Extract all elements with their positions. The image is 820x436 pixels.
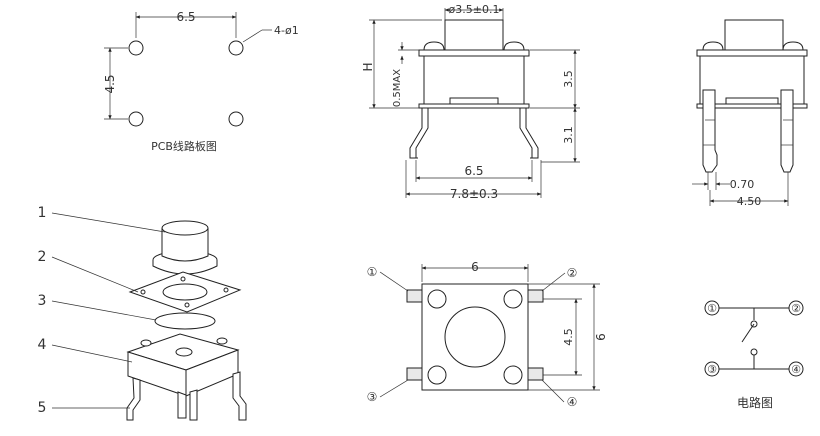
- circuit-diagram: ① ② ③ ④ 电路图: [704, 300, 804, 410]
- pcb-hole-callout: 4-ø1: [274, 24, 299, 37]
- top-pin-label-1: ①: [367, 265, 378, 279]
- part-number-3: 3: [38, 293, 47, 309]
- part-number-2: 2: [38, 249, 47, 265]
- pcb-hole-2: [228, 40, 244, 56]
- circuit-pin-label-2: ②: [791, 302, 801, 315]
- pcb-hole-1: [128, 40, 144, 56]
- front-dim-h: H: [361, 62, 375, 71]
- top-pin-label-3: ③: [367, 390, 378, 404]
- front-dim-pin: 3.1: [562, 126, 575, 144]
- side-dim-pin-span: 4.50: [737, 195, 762, 208]
- front-dim-pitch: 6.5: [464, 164, 483, 178]
- top-plan-view: 6 ① ② ③ ④ 4.5 6: [367, 260, 608, 409]
- pcb-hole-3: [128, 111, 144, 127]
- part-number-5: 5: [38, 400, 47, 416]
- top-pin-label-2: ②: [567, 266, 578, 280]
- circuit-pin-label-3: ③: [707, 363, 717, 376]
- top-dim-hole-span: 4.5: [562, 328, 575, 346]
- pcb-dim-vertical: 4.5: [103, 74, 117, 93]
- front-dim-top: ø3.5±0.1: [449, 3, 500, 16]
- top-dim-width: 6: [471, 260, 479, 274]
- circuit-pin-label-4: ④: [791, 363, 801, 376]
- pcb-caption: PCB线路板图: [151, 139, 217, 153]
- part-number-1: 1: [38, 205, 47, 221]
- top-pin-label-4: ④: [567, 395, 578, 409]
- front-dim-max: 0.5MAX: [392, 69, 403, 107]
- circuit-caption: 电路图: [737, 395, 773, 410]
- front-dim-body: 3.5: [562, 70, 575, 88]
- front-elevation-view: ø3.5±0.1 H 0.5MAX 3.5 3.1: [361, 3, 580, 201]
- pcb-hole-4: [228, 111, 244, 127]
- exploded-view: 1 2 3 4 5: [38, 205, 247, 421]
- top-dim-height: 6: [594, 333, 608, 341]
- side-elevation-view: 0.70 4.50: [692, 19, 808, 208]
- front-dim-overall: 7.8±0.3: [450, 187, 498, 201]
- side-dim-pin-width: 0.70: [730, 178, 755, 191]
- part-number-4: 4: [38, 337, 47, 353]
- pcb-layout-view: 6.5 4-ø1 4.5 PCB线路板图: [103, 10, 299, 153]
- circuit-pin-label-1: ①: [707, 302, 717, 315]
- pcb-dim-horizontal: 6.5: [176, 10, 195, 24]
